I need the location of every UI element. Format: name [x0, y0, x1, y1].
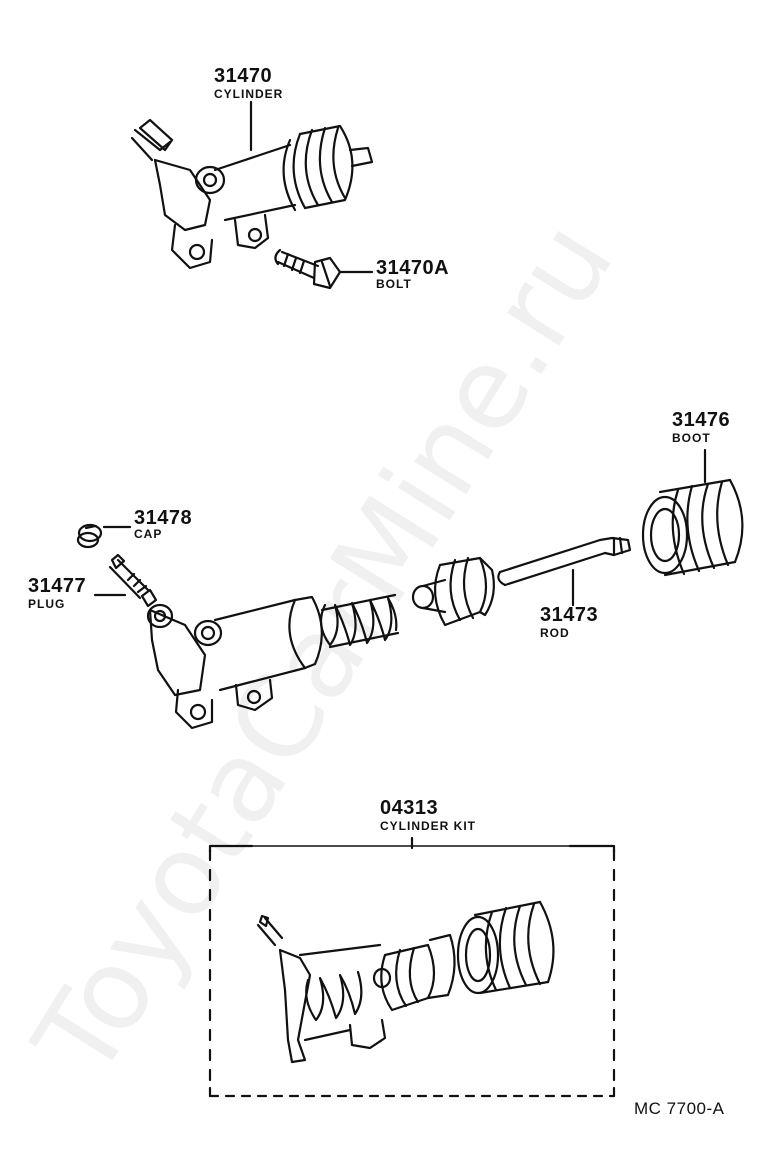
part-number-cylinder: 31470 — [214, 65, 273, 87]
part-name-bolt: BOLT — [376, 277, 412, 291]
cylinder-body-drawing — [146, 595, 323, 730]
part-name-kit: CYLINDER KIT — [380, 819, 476, 833]
piston-drawing — [411, 556, 495, 627]
rod-drawing — [497, 536, 632, 587]
part-number-kit: 04313 — [380, 797, 439, 819]
diagram-code: MC 7700-A — [634, 1099, 725, 1118]
part-name-rod: ROD — [540, 626, 570, 640]
part-number-plug: 31477 — [28, 575, 87, 597]
kit-contents-drawing — [256, 900, 555, 1064]
kit-bracket — [208, 836, 616, 1098]
part-name-boot: BOOT — [672, 431, 711, 445]
cap-drawing — [76, 523, 103, 549]
bolt-drawing — [274, 248, 342, 290]
plug-drawing — [108, 553, 158, 608]
part-name-cylinder: CYLINDER — [214, 87, 284, 101]
boot-drawing — [641, 478, 744, 577]
part-number-bolt: 31470A — [376, 257, 450, 279]
cylinder-assembly-drawing — [130, 118, 374, 270]
part-number-rod: 31473 — [540, 604, 599, 626]
part-name-plug: PLUG — [28, 597, 66, 611]
part-number-boot: 31476 — [672, 409, 731, 431]
spring-drawing — [319, 593, 400, 649]
part-number-cap: 31478 — [134, 507, 193, 529]
part-name-cap: CAP — [134, 527, 163, 541]
